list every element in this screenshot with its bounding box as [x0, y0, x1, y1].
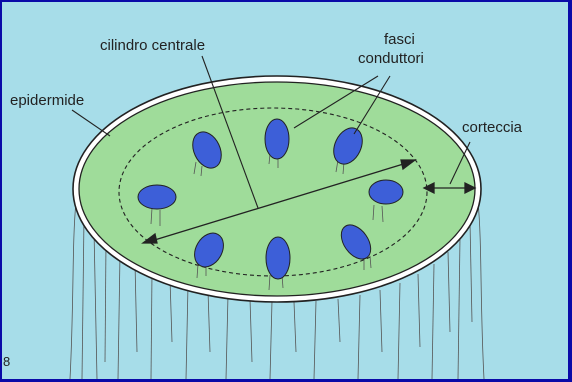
figure-marker: 8 [3, 354, 10, 369]
diagram-panel: cilindro centrale fasci conduttori epide… [2, 2, 568, 379]
label-cilindro-centrale: cilindro centrale [100, 37, 205, 54]
vascular-bundle [265, 119, 289, 159]
vascular-bundle [369, 180, 403, 204]
label-fasci: fasci [384, 31, 415, 48]
label-corteccia: corteccia [462, 119, 523, 136]
stem-cross-section-diagram: cilindro centrale fasci conduttori epide… [2, 2, 568, 379]
label-epidermide: epidermide [10, 92, 84, 109]
vascular-bundle [138, 185, 176, 209]
label-conduttori: conduttori [358, 50, 424, 67]
vascular-bundle [266, 237, 290, 279]
